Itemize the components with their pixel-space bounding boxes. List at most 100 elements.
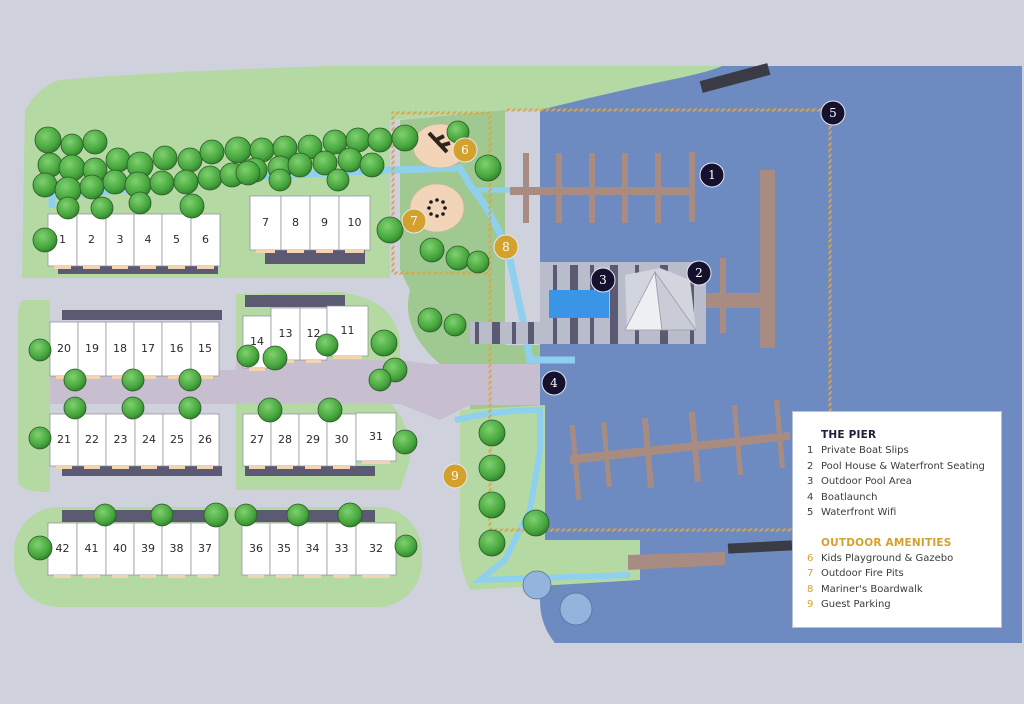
townhome-unit[interactable]: 6 (190, 213, 221, 269)
tree-icon (149, 170, 175, 196)
townhome-unit[interactable]: 28 (270, 413, 300, 469)
unit-number: 15 (198, 342, 212, 355)
tree-icon (315, 333, 339, 357)
townhome-unit[interactable]: 5 (161, 213, 192, 269)
unit-number: 17 (141, 342, 155, 355)
marker-6[interactable]: 6 (452, 137, 478, 163)
townhome-unit[interactable]: 24 (134, 413, 164, 469)
fire-pit-seating-icon (427, 198, 447, 218)
boat-north (699, 63, 771, 93)
tree-icon (128, 191, 152, 215)
tree-icon (58, 154, 86, 182)
townhome-unit[interactable]: 21 (49, 413, 79, 469)
townhome-unit[interactable]: 36 (241, 522, 271, 578)
townhome-unit[interactable]: 38 (161, 522, 192, 578)
townhome-unit[interactable]: 9 (309, 195, 340, 253)
townhome-unit[interactable]: 10 (338, 195, 371, 253)
tree-icon (257, 397, 283, 423)
svg-text:3: 3 (599, 273, 607, 287)
townhome-unit[interactable]: 23 (105, 413, 136, 469)
townhome-unit[interactable]: 19 (77, 321, 107, 379)
townhome-unit[interactable]: 41 (76, 522, 107, 578)
townhome-unit[interactable]: 7 (249, 195, 282, 253)
grass-west-mid (18, 300, 50, 492)
townhome-unit[interactable]: 22 (77, 413, 107, 469)
tree-icon (105, 147, 131, 173)
townhome-unit[interactable]: 31 (355, 412, 397, 464)
unit-number: 39 (141, 542, 155, 555)
tree-icon (90, 196, 114, 220)
townhome-unit[interactable]: 34 (297, 522, 328, 578)
townhome-unit[interactable]: 16 (161, 321, 192, 379)
tree-icon (63, 368, 87, 392)
unit-number: 19 (85, 342, 99, 355)
townhome-unit[interactable]: 30 (326, 413, 357, 469)
unit-number: 1 (59, 233, 66, 246)
svg-text:5: 5 (829, 106, 837, 120)
unit-number: 16 (170, 342, 184, 355)
trees (27, 120, 550, 561)
townhome-unit[interactable]: 37 (190, 522, 220, 578)
tree-icon (370, 329, 398, 357)
townhome-unit[interactable]: 29 (298, 413, 328, 469)
marker-3[interactable]: 3 (590, 267, 616, 293)
townhome-unit[interactable]: 39 (133, 522, 163, 578)
tree-icon (478, 491, 506, 519)
townhome-unit[interactable]: 15 (190, 321, 220, 379)
tree-icon (359, 152, 385, 178)
tree-icon (419, 237, 445, 263)
townhome-unit[interactable]: 33 (326, 522, 357, 578)
tree-icon (236, 344, 260, 368)
unit-number: 6 (202, 233, 209, 246)
townhome-unit[interactable]: 8 (280, 195, 311, 253)
unit-number: 26 (198, 433, 212, 446)
tree-icon (173, 169, 199, 195)
townhome-unit[interactable]: 2 (76, 213, 107, 269)
townhome-unit[interactable]: 4 (133, 213, 163, 269)
townhome-unit[interactable]: 25 (162, 413, 192, 469)
tree-icon (367, 127, 393, 153)
townhome-unit[interactable]: 40 (105, 522, 135, 578)
townhome-unit[interactable]: 11 (326, 305, 369, 359)
amenity-boundary (391, 111, 492, 275)
boat-slips-south (569, 399, 790, 570)
marker-4[interactable]: 4 (541, 370, 567, 396)
pool-house-roof (624, 268, 697, 331)
svg-text:6: 6 (461, 143, 469, 157)
marker-2[interactable]: 2 (686, 260, 712, 286)
svg-text:1: 1 (708, 168, 716, 182)
tree-icon (63, 396, 87, 420)
unit-number: 20 (57, 342, 71, 355)
marker-8[interactable]: 8 (493, 234, 519, 260)
townhome-unit[interactable]: 42 (47, 522, 78, 578)
townhome-unit[interactable]: 32 (355, 522, 397, 578)
launch-circle-2 (522, 570, 552, 600)
tree-icon (93, 503, 117, 527)
townhome-unit[interactable]: 26 (190, 413, 220, 469)
townhome-unit[interactable]: 18 (105, 321, 135, 379)
unit-number: 36 (249, 542, 263, 555)
marker-1[interactable]: 1 (699, 162, 725, 188)
townhome-unit[interactable]: 3 (105, 213, 135, 269)
gazebo-icon (427, 131, 451, 154)
marker-5[interactable]: 5 (820, 100, 846, 126)
unit-number: 40 (113, 542, 127, 555)
unit-number: 18 (113, 342, 127, 355)
unit-number: 13 (279, 327, 293, 340)
tree-icon (203, 502, 229, 528)
unit-number: 30 (335, 433, 349, 446)
tree-icon (337, 502, 363, 528)
tree-icon (82, 129, 108, 155)
tree-icon (391, 124, 419, 152)
marker-7[interactable]: 7 (401, 208, 427, 234)
unit-number: 41 (85, 542, 99, 555)
townhome-unit[interactable]: 27 (242, 413, 272, 469)
tree-icon (79, 174, 105, 200)
unit-number: 33 (335, 542, 349, 555)
svg-text:7: 7 (410, 214, 418, 228)
townhome-unit[interactable]: 35 (269, 522, 299, 578)
marker-9[interactable]: 9 (442, 463, 468, 489)
